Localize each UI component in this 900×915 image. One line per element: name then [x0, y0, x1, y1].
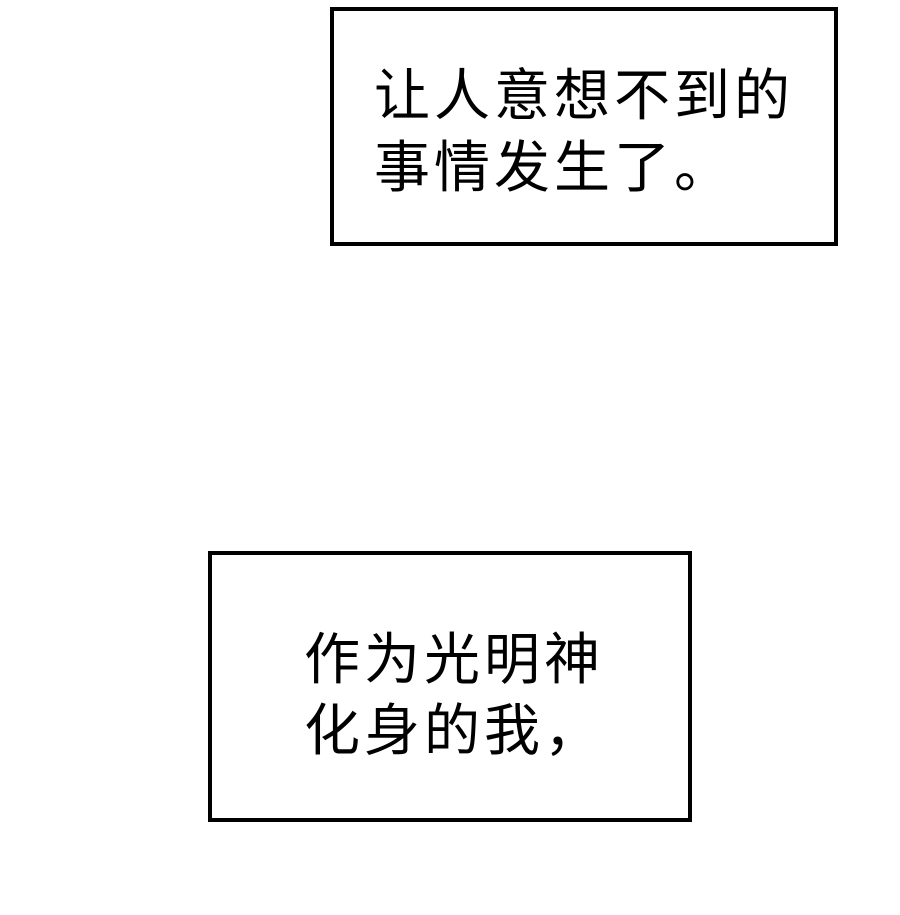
narration-line: 化身的我，: [304, 699, 604, 764]
narration-line: 让人意想不到的: [374, 64, 794, 129]
narration-box-top: 让人意想不到的 事情发生了。: [330, 7, 838, 246]
narration-line: 事情发生了。: [374, 136, 734, 201]
narration-line: 作为光明神: [304, 628, 604, 693]
narration-box-bottom: 作为光明神 化身的我，: [208, 551, 692, 822]
